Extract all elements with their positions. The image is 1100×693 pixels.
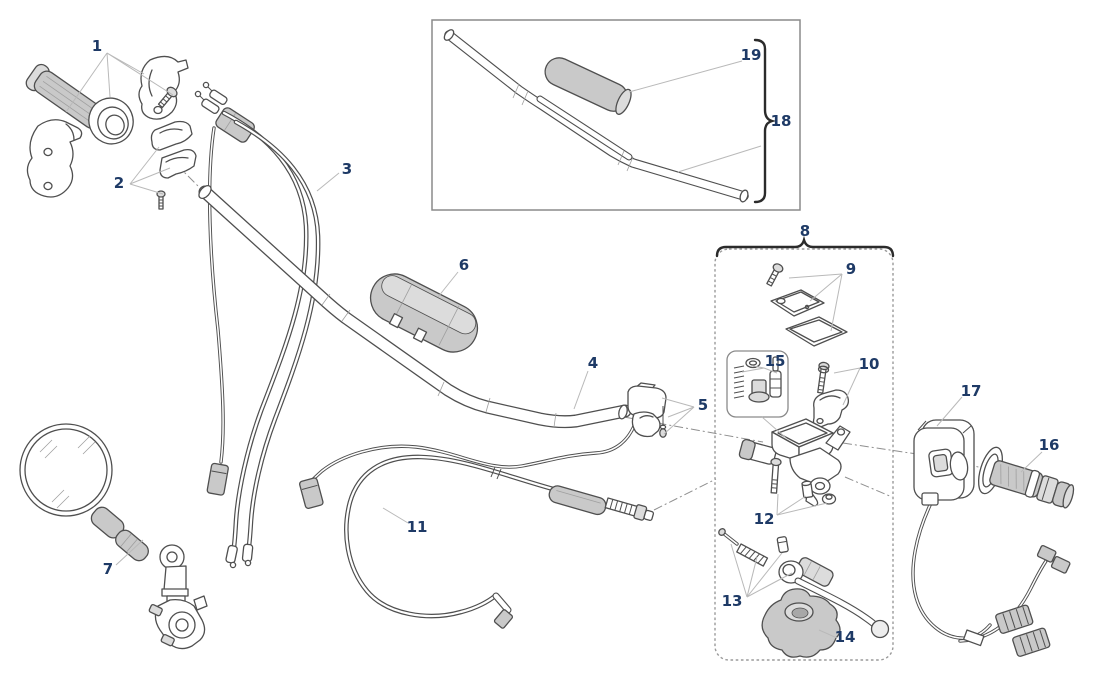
- bar-end-switch: [299, 382, 667, 510]
- seal-kit-box: [726, 350, 789, 418]
- mirror: [19, 423, 208, 650]
- part-label-14: 14: [835, 628, 856, 646]
- master-cylinder-group-box: [714, 248, 894, 661]
- wire-connector: [299, 477, 324, 510]
- part-label-13: 13: [722, 592, 743, 610]
- part-label-2: 2: [114, 174, 124, 192]
- part-label-17: 17: [961, 382, 982, 400]
- part-label-16: 16: [1039, 436, 1060, 454]
- wire-connector: [1012, 627, 1051, 657]
- lever-pivot-parts: [718, 528, 789, 567]
- part-label-15: 15: [765, 352, 786, 370]
- part-label-6: 6: [459, 256, 469, 274]
- throttle-cables: [194, 81, 321, 569]
- brace-group-8: [715, 235, 895, 258]
- part-label-18: 18: [771, 112, 792, 130]
- part-label-3: 3: [342, 160, 352, 178]
- adjuster-knob: [761, 588, 841, 658]
- screw: [157, 86, 178, 109]
- part-label-1: 1: [92, 37, 102, 55]
- leader-lines: [65, 52, 1043, 639]
- master-cylinder-body: [738, 418, 851, 507]
- crossbar-handlebar: [443, 29, 749, 203]
- handlebar-pad: [369, 273, 479, 353]
- clutch-cable: [344, 454, 655, 629]
- part-label-10: 10: [859, 355, 880, 373]
- center-lines: [175, 163, 989, 511]
- handlebar: [198, 185, 632, 429]
- brace-group-18: [753, 38, 777, 204]
- crossbar-handlebar-box: [431, 19, 801, 211]
- crossbar-pad: [544, 57, 632, 115]
- part-label-12: 12: [754, 510, 775, 528]
- part-label-5: 5: [698, 396, 708, 414]
- mounting-fasteners: [770, 457, 837, 505]
- bar-clamp-parts: [150, 120, 197, 210]
- lever: [778, 557, 890, 639]
- part-label-4: 4: [588, 354, 598, 372]
- part-number-labels: 1 2 3 4 5 6 7 8 9 10 11 12 13 14 15 16 1…: [92, 37, 1060, 646]
- throttle-tube: [977, 446, 1075, 509]
- part-label-19: 19: [741, 46, 762, 64]
- part-label-11: 11: [407, 518, 428, 536]
- clamp-bolt-parts: [812, 361, 850, 429]
- switch-housing: [911, 419, 1071, 657]
- part-label-7: 7: [103, 560, 113, 578]
- part-label-9: 9: [846, 260, 856, 278]
- reservoir-cover-parts: [766, 263, 848, 347]
- part-label-8: 8: [800, 222, 810, 240]
- throttle-grip-assembly: [25, 55, 189, 198]
- wire-connector: [995, 604, 1034, 634]
- wire-connector: [206, 462, 229, 496]
